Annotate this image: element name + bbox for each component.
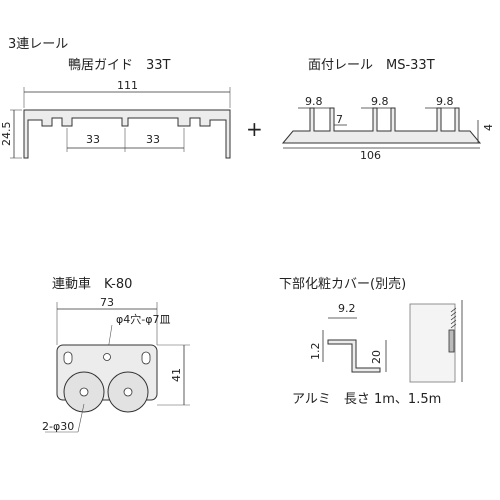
cover-title: 下部化粧カバー(別売) [279,276,406,292]
rail-pitch-right-label: 33 [146,133,160,146]
surface-height-label: 4 [482,124,495,131]
cover-top-label: 9.2 [338,302,356,315]
cover-screw [448,329,455,353]
cover-note: アルミ 長さ 1m、1.5m [292,392,441,407]
rail-width-label: 111 [117,79,138,92]
wheel-count-label: 2-φ30 [42,420,74,433]
rail-title: 鴨居ガイド 33T [68,58,171,73]
rail-pitch-left-label: 33 [86,133,100,146]
surface-w2-label: 9.8 [371,95,389,108]
surface-rail-section: 面付レール MS-33T 9.8 9.8 9.8 7 4 106 [281,58,495,162]
rail-height-label: 24.5 [0,122,13,147]
cover-profile [327,339,381,373]
wheel-height-label: 41 [170,368,183,382]
surface-rail-profile [281,107,482,144]
wheel-callout-leader [77,403,85,433]
cover-lip-label: 1.2 [309,343,322,361]
wheel-left-hub [79,387,89,397]
rail-subtitle: 3連レール [8,37,68,52]
surface-w1-label: 9.8 [305,95,323,108]
wheel-right-hub [123,387,133,397]
surface-width-label: 106 [360,149,381,162]
surface-w3-label: 9.8 [436,95,454,108]
surface-rail-title: 面付レール MS-33T [308,58,435,73]
wheel-hole-label: φ4穴-φ7皿 [116,312,170,326]
wheel-slot-right [141,351,151,365]
wheel-section: 連動車 K-80 73 φ4穴-φ7皿 41 2-φ30 [42,277,190,433]
wheel-width-label: 73 [100,296,114,309]
rail-section: 3連レール 鴨居ガイド 33T 111 24.5 33 33 [0,37,231,159]
cover-section: 下部化粧カバー(別売) 9.2 1.2 20 アルミ 長さ 1m、1.5m [279,276,463,407]
plus-sign: + [246,117,263,141]
wheel-slot-left [63,351,73,365]
rail-profile [23,109,231,159]
wheel-hole [103,353,111,361]
surface-slot-label: 7 [336,113,343,126]
cover-height-label: 20 [370,350,383,364]
cover-installed-view [409,303,456,383]
cover-screw-thread [450,307,457,329]
wheel-title: 連動車 K-80 [52,277,132,292]
